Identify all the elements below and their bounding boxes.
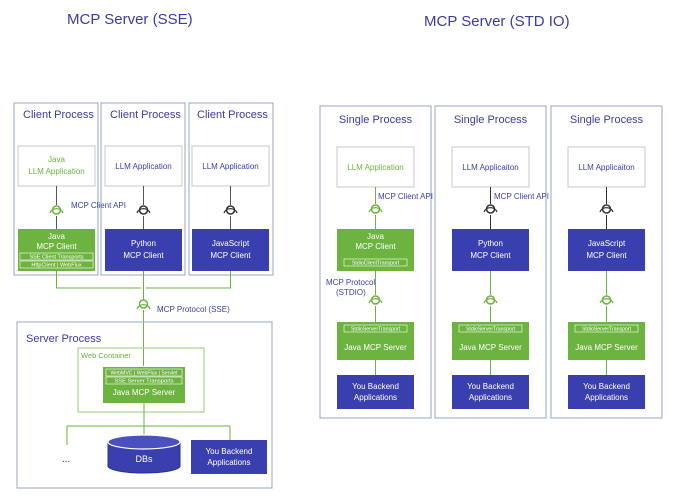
httpclient-webflux: HttpClient | WebFlux [31,263,81,269]
backend-line2: Applications [469,393,512,402]
server-process-title: Server Process [26,333,102,345]
java-mcp-server-label: Java MCP Server [459,343,522,352]
mcp-client-line1: Python [131,239,156,248]
client-process-python: Client Process LLM Application Python MC… [100,102,186,276]
java-mcp-server-label: Java MCP Server [575,343,638,352]
web-container-box [77,347,205,413]
mcp-client-line2: MCP Client [36,242,77,251]
backend-applications-box [191,440,267,474]
java-mcp-server-box [103,367,185,403]
llm-application-label: LLM Application [115,162,171,171]
single-process-title: Single Process [339,114,413,126]
server-process: Server Process Web Container WebMVC | We… [16,321,273,489]
web-container-label: Web Container [81,351,131,360]
mcp-client-line1: JavaScript [212,239,250,248]
javascript-mcp-client-box [192,229,269,271]
java-mcp-server-label: Java MCP Server [113,388,176,397]
stdio-server-transport: StdioServerTransport [582,327,632,333]
java-mcp-server-box [568,322,645,360]
mcp-client-line2: MCP Client [355,242,396,251]
single-process-python: Single Process LLM Applicaiton Python MC… [434,105,547,419]
mcp-protocol-sse-label: MCP Protocol (SSE) [157,305,230,314]
mcp-client-line2: MCP Client [123,251,164,260]
backend-line1: You Backend [206,447,253,456]
backend-line2: Applications [354,393,397,402]
sse-server-transports: SSE Server Transports [114,379,173,385]
single-process-title: Single Process [454,114,528,126]
single-process-javascript: Single Process LLM Applicaiton JavaScrip… [550,105,663,419]
client-api-connectors [49,186,238,229]
sse-client-transports: SSE Client Transports [29,255,83,261]
client-process-title: Client Process [197,109,268,121]
llm-application-box [451,146,530,188]
backend-line1: You Backend [583,382,630,391]
backend-applications-box [568,375,645,409]
webmvc-webflux-servlet: WebMVC | WebFlux | Servlet [110,371,178,377]
backend-line2: Applications [585,393,628,402]
llm-application-label: LLM Application [347,163,403,172]
stdio-server-transport: StdioServerTransport [466,327,516,333]
mcp-client-line2: MCP Client [470,251,511,260]
client-process-title: Client Process [23,109,94,121]
sse-title: MCP Server (SSE) [67,11,193,28]
backend-line1: You Backend [467,382,514,391]
client-process-java: Client Process Java LLM Application Java… [13,102,99,276]
mcp-client-api-label: MCP Client API [71,201,126,210]
llm-application-line2: LLM Application [28,167,84,176]
stdio-title: MCP Server (STD IO) [424,13,570,30]
python-mcp-client-box [105,229,182,271]
java-mcp-client-box [337,229,414,271]
llm-application-box [567,146,646,188]
mcp-protocol-stdio-line1: MCP Protocol [326,278,375,287]
llm-application-label: LLM Applicaiton [462,163,518,172]
llm-application-label: LLM Applicaiton [578,163,634,172]
more-backends-ellipsis: ... [62,454,70,465]
java-mcp-server-box [337,322,414,360]
llm-application-box [191,145,270,187]
mcp-client-line1: Python [478,239,503,248]
mcp-client-line1: Java [48,232,65,241]
java-mcp-server-label: Java MCP Server [344,343,407,352]
dbs-label: DBs [135,454,153,464]
java-mcp-client-box [18,229,95,271]
llm-application-line1: Java [48,155,65,164]
stdio-server-transport: StdioServerTransport [351,327,401,333]
single-process-title: Single Process [570,114,644,126]
llm-application-box [17,145,96,187]
java-mcp-server-box [452,322,529,360]
backend-line1: You Backend [352,382,399,391]
backend-line2: Applications [207,458,250,467]
mcp-protocol-stdio-line2: (STDIO) [336,288,366,297]
client-process-title: Client Process [110,109,181,121]
llm-application-label: LLM Application [202,162,258,171]
backend-applications-box [452,375,529,409]
python-mcp-client-box [452,229,529,271]
stdio-client-transport: StdioClientTransport [352,261,400,267]
mcp-client-line1: JavaScript [588,239,626,248]
mcp-client-api-label: MCP Client API [378,192,433,201]
mcp-client-line2: MCP Client [586,251,627,260]
llm-application-box [336,146,415,188]
single-process-java: Single Process LLM Application Java MCP … [319,105,432,419]
mcp-client-api-label: MCP Client API [494,192,549,201]
sse-protocol-wiring [56,271,231,366]
javascript-mcp-client-box [568,229,645,271]
mcp-client-line2: MCP Client [210,251,251,260]
backend-applications-box [337,375,414,409]
client-process-javascript: Client Process LLM Application JavaScrip… [188,102,274,276]
mcp-client-line1: Java [367,232,384,241]
llm-application-box [104,145,183,187]
database-icon: DBs [107,434,181,474]
